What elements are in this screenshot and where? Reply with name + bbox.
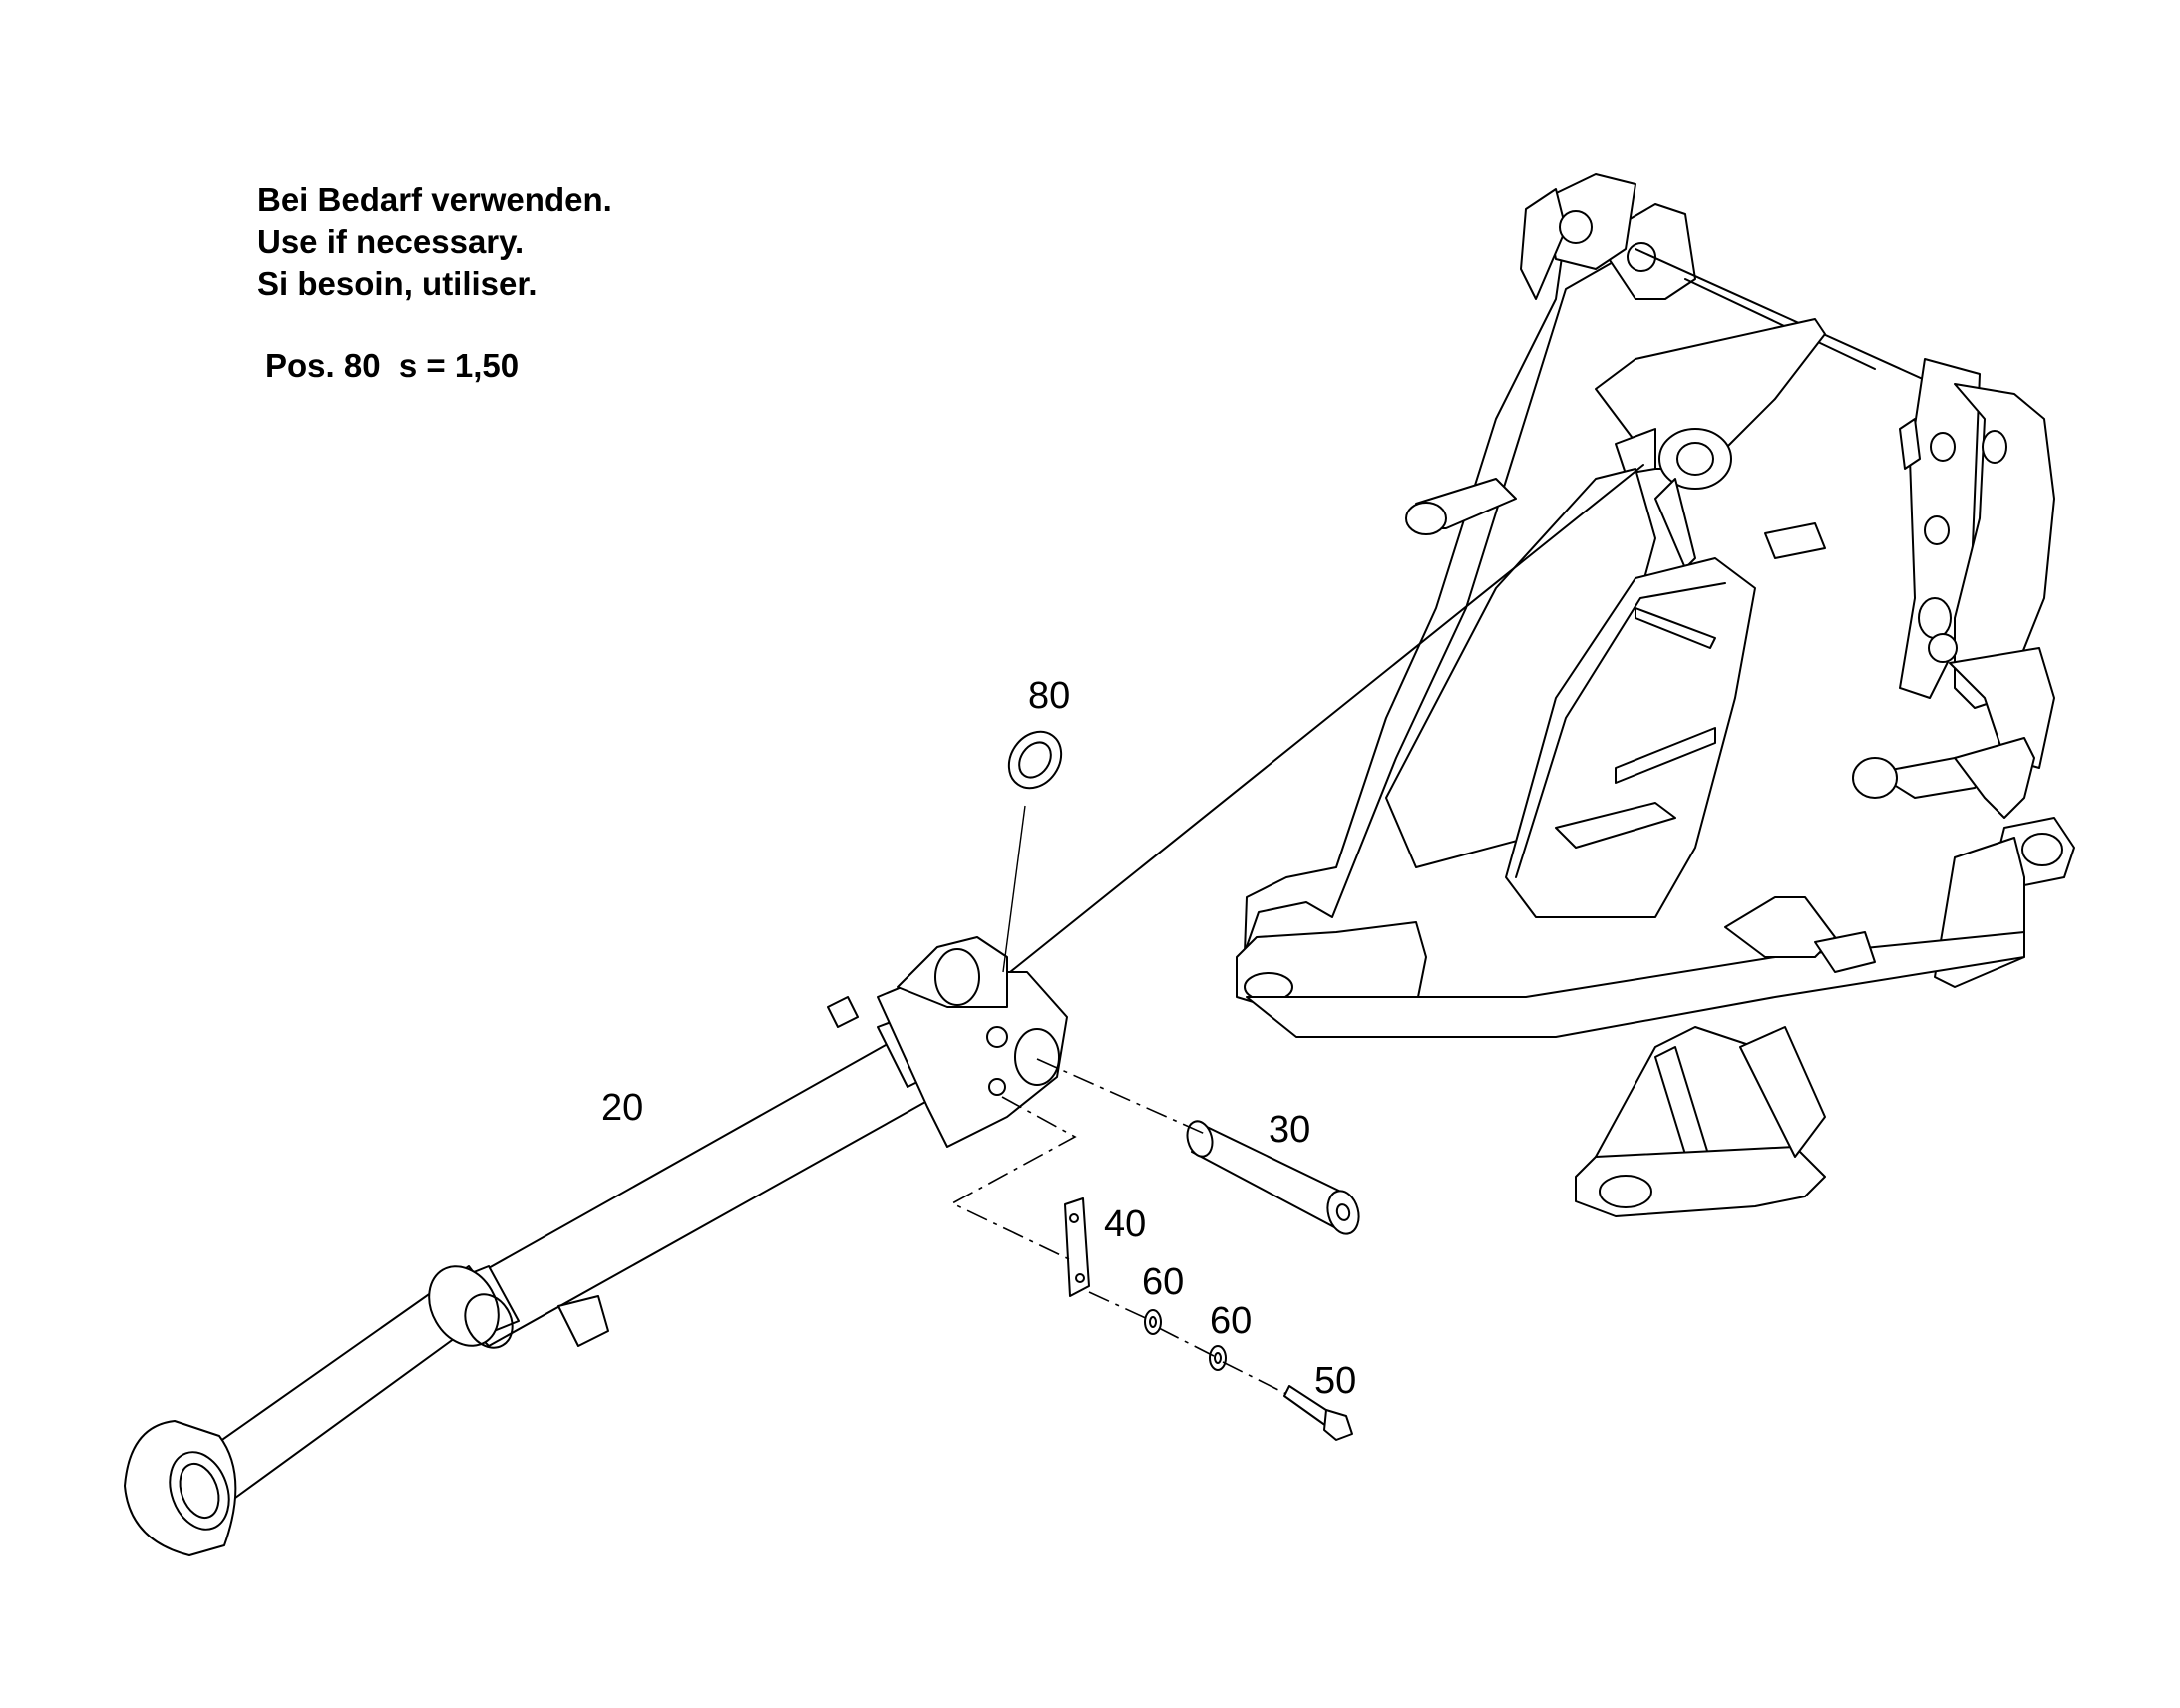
- washers: [1144, 1309, 1227, 1371]
- hex-bolt: [1283, 1385, 1353, 1441]
- note-position-80: Pos. 80 s = 1,50: [265, 347, 520, 384]
- callout-30: 30: [1269, 1109, 1310, 1151]
- callout-60-first: 60: [1142, 1261, 1184, 1303]
- shim-ring: [1002, 730, 1063, 973]
- locking-plate: [1064, 1197, 1090, 1297]
- callout-80: 80: [1028, 675, 1070, 717]
- note-english: Use if necessary.: [257, 223, 525, 260]
- callout-40: 40: [1104, 1203, 1146, 1245]
- assembly-center-lines: [950, 1058, 1287, 1395]
- pivot-pin: [1186, 1120, 1360, 1235]
- note-german: Bei Bedarf verwenden.: [257, 181, 612, 218]
- note-french: Si besoin, utiliser.: [257, 265, 538, 302]
- loader-frame: [1236, 173, 2075, 1217]
- callout-60-second: 60: [1210, 1300, 1252, 1342]
- callout-20: 20: [601, 1087, 643, 1129]
- mounting-leader-line: [1009, 464, 1644, 973]
- hydraulic-cylinder: [124, 936, 1068, 1556]
- callout-50: 50: [1314, 1360, 1356, 1402]
